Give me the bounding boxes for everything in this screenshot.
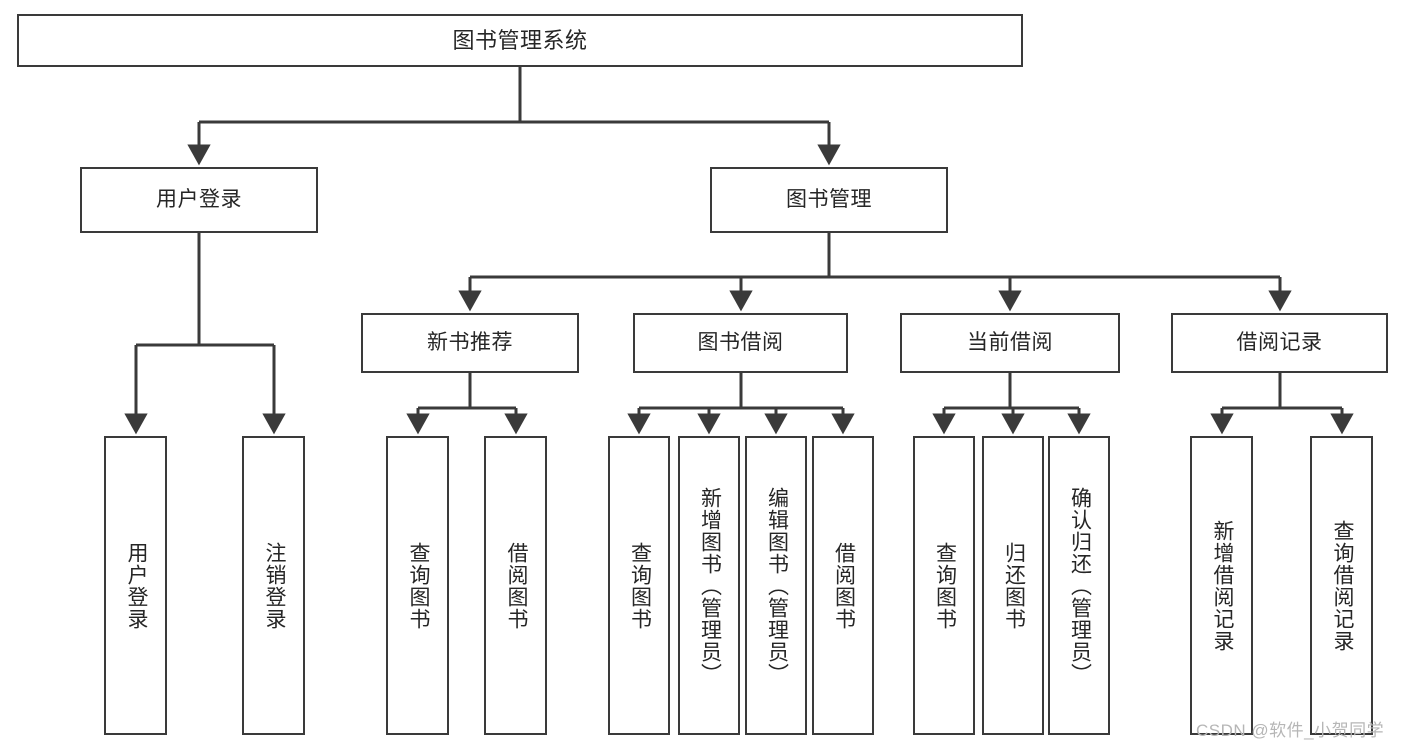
node-leaf-query-book-recommend[interactable]: 查询图书: [386, 436, 449, 735]
node-label: 借阅图书: [504, 541, 528, 630]
node-label: 新增图书（管理员）: [698, 486, 722, 685]
node-leaf-add-book-admin[interactable]: 新增图书（管理员）: [678, 436, 740, 735]
node-label: 用户登录: [124, 541, 148, 630]
node-leaf-user-login[interactable]: 用户登录: [104, 436, 167, 735]
node-new-book-recommend[interactable]: 新书推荐: [361, 313, 579, 373]
node-leaf-borrow-book[interactable]: 借阅图书: [812, 436, 874, 735]
node-borrow-record[interactable]: 借阅记录: [1171, 313, 1388, 373]
node-leaf-query-book-borrow[interactable]: 查询图书: [608, 436, 670, 735]
node-label: 新书推荐: [427, 330, 513, 354]
node-user-login[interactable]: 用户登录: [80, 167, 318, 233]
node-label: 用户登录: [156, 187, 242, 211]
node-label: 查询借阅记录: [1330, 519, 1354, 652]
node-label: 编辑图书（管理员）: [765, 486, 789, 685]
node-label: 图书管理: [786, 187, 872, 211]
node-label: 图书借阅: [697, 330, 784, 354]
node-label: 借阅记录: [1236, 330, 1323, 354]
node-label: 借阅图书: [832, 541, 856, 630]
node-current-borrow[interactable]: 当前借阅: [900, 313, 1120, 373]
node-leaf-query-book-current[interactable]: 查询图书: [913, 436, 975, 735]
node-label: 查询图书: [628, 541, 652, 630]
node-leaf-edit-book-admin[interactable]: 编辑图书（管理员）: [745, 436, 807, 735]
node-label: 新增借阅记录: [1210, 519, 1234, 652]
node-book-management[interactable]: 图书管理: [710, 167, 948, 233]
node-root-book-management-system[interactable]: 图书管理系统: [17, 14, 1023, 67]
node-label: 归还图书: [1002, 541, 1026, 630]
csdn-watermark: CSDN @软件_小贺同学: [1196, 721, 1385, 740]
node-label: 图书管理系统: [452, 27, 588, 53]
node-label: 注销登录: [262, 541, 286, 630]
node-label: 当前借阅: [967, 330, 1053, 354]
node-leaf-confirm-return-admin[interactable]: 确认归还（管理员）: [1048, 436, 1110, 735]
node-label: 查询图书: [933, 541, 957, 630]
node-leaf-user-logout[interactable]: 注销登录: [242, 436, 305, 735]
node-label: 查询图书: [406, 541, 430, 630]
node-label: 确认归还（管理员）: [1068, 486, 1092, 685]
node-book-borrow[interactable]: 图书借阅: [633, 313, 848, 373]
node-leaf-query-borrow-record[interactable]: 查询借阅记录: [1310, 436, 1373, 735]
node-leaf-borrow-book-recommend[interactable]: 借阅图书: [484, 436, 547, 735]
node-leaf-return-book[interactable]: 归还图书: [982, 436, 1044, 735]
node-leaf-add-borrow-record[interactable]: 新增借阅记录: [1190, 436, 1253, 735]
